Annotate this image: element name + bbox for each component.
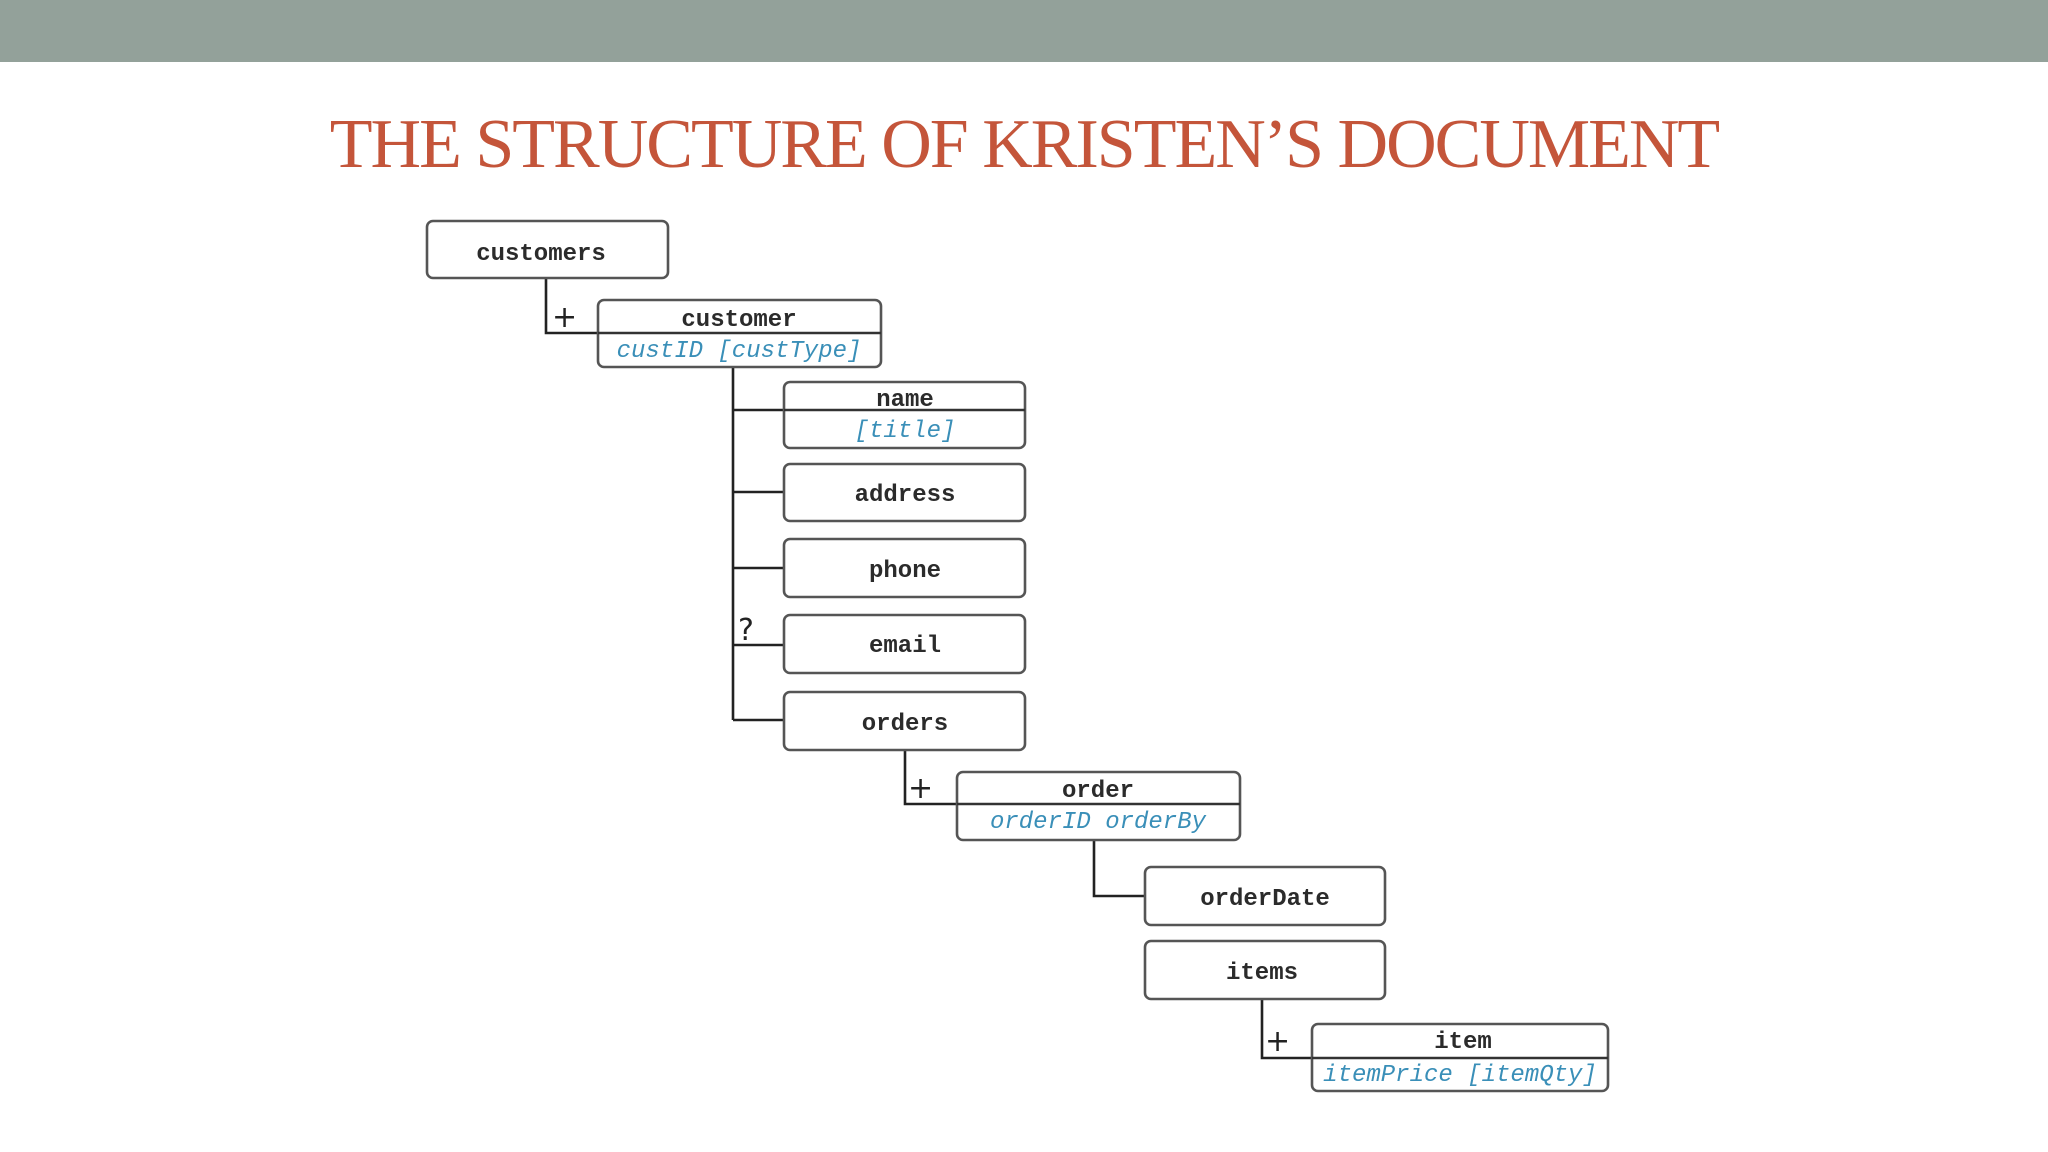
node-address-label: address xyxy=(855,482,956,509)
connector-customers-customer xyxy=(544,278,598,335)
node-orders: orders xyxy=(782,690,1027,752)
node-order-attributes: orderID orderBy xyxy=(990,809,1207,836)
node-orderdate-label: orderDate xyxy=(1200,886,1330,913)
node-customer: customer custID [custType] xyxy=(596,298,883,369)
node-item-label: item xyxy=(1434,1029,1492,1056)
node-phone-label: phone xyxy=(869,558,941,585)
connector-items-item xyxy=(1260,999,1312,1060)
node-order-label: order xyxy=(1062,778,1134,805)
node-order: order orderID orderBy xyxy=(955,770,1242,842)
occurrence-plus-customer: + xyxy=(552,300,577,335)
occurrence-plus-item: + xyxy=(1265,1024,1290,1059)
top-band xyxy=(0,0,2048,62)
node-customer-attributes: custID [custType] xyxy=(617,338,862,365)
node-phone: phone xyxy=(782,537,1027,599)
node-email: email xyxy=(782,613,1027,675)
node-name-attributes: [title] xyxy=(855,418,956,445)
node-address: address xyxy=(782,462,1027,523)
connector-orders-order xyxy=(903,750,957,806)
node-item: item itemPrice [itemQty] xyxy=(1310,1022,1610,1093)
occurrence-plus-order: + xyxy=(908,771,933,806)
node-item-attributes: itemPrice [itemQty] xyxy=(1323,1062,1597,1089)
connector-order-orderdate xyxy=(1092,840,1145,898)
node-orderdate: orderDate xyxy=(1143,865,1387,927)
node-items: items xyxy=(1143,939,1387,1001)
node-customers-label: customers xyxy=(476,241,606,268)
node-customer-label: customer xyxy=(681,307,796,334)
node-name: name [title] xyxy=(782,380,1027,450)
node-customers: customers xyxy=(425,219,670,280)
node-orders-label: orders xyxy=(862,711,948,738)
node-name-label: name xyxy=(876,387,934,414)
node-email-label: email xyxy=(869,633,941,660)
node-items-label: items xyxy=(1226,960,1298,987)
connectors xyxy=(544,278,1312,1060)
occurrence-question-email: ? xyxy=(738,613,754,648)
connector-customer-children xyxy=(731,367,784,722)
slide-title: THE STRUCTURE OF KRISTEN’S DOCUMENT xyxy=(329,106,1720,183)
